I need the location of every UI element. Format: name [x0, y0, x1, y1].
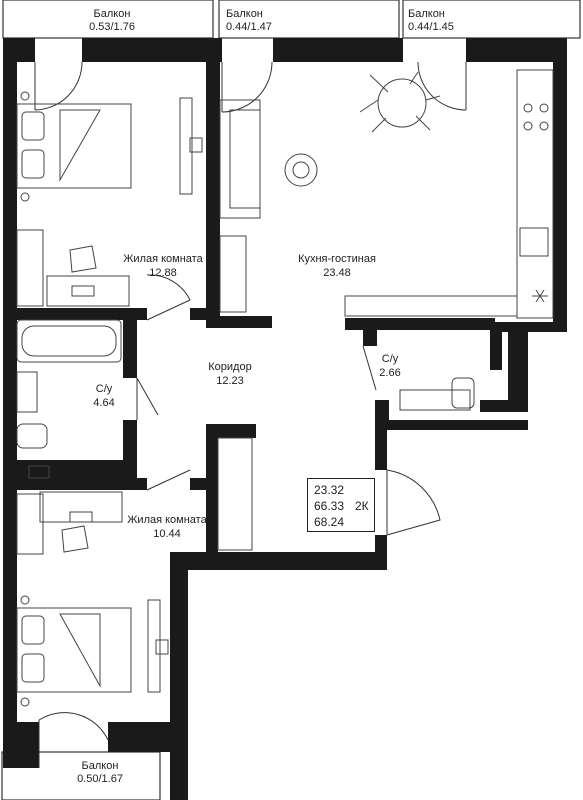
room-label-bath2: С/у 2.66	[370, 352, 410, 380]
doors	[34, 61, 467, 768]
room-label-corridor: Коридор 12.23	[190, 360, 270, 388]
furniture	[16, 69, 554, 707]
room-name: Кухня-гостиная	[298, 253, 376, 265]
room-label-living2: Жилая комната 10.44	[120, 513, 214, 541]
balcony-label-bottom: Балкон 0.50/1.67	[60, 760, 140, 786]
area-summary-box: 23.32 66.33 68.24 2К	[307, 478, 375, 532]
room-area: 10.44	[153, 528, 181, 540]
room-name: С/у	[95, 383, 113, 395]
apartment-type: 2К	[355, 499, 369, 513]
room-area: 12.88	[149, 267, 177, 279]
room-name: Коридор	[208, 361, 252, 373]
balcony-name: Балкон	[408, 8, 445, 20]
balcony-area: 0.44/1.45	[408, 21, 454, 33]
balcony-area: 0.44/1.47	[226, 21, 272, 33]
room-label-bath1: С/у 4.64	[84, 382, 124, 410]
total-area-with-balcony: 68.24	[314, 515, 345, 529]
room-area: 12.23	[216, 375, 244, 387]
room-name: С/у	[381, 353, 399, 365]
balcony-name: Балкон	[226, 8, 263, 20]
total-area: 66.33	[314, 499, 345, 513]
balcony-name: Балкон	[81, 760, 119, 772]
balcony-name: Балкон	[93, 8, 131, 20]
room-name: Жилая комната	[123, 253, 203, 265]
room-area: 2.66	[379, 367, 401, 379]
balcony-label-top-left: Балкон 0.53/1.76	[72, 8, 152, 34]
room-area: 4.64	[93, 397, 115, 409]
room-label-living1: Жилая комната 12.88	[110, 252, 216, 280]
balcony-label-top-right: Балкон 0.44/1.45	[400, 8, 488, 34]
balcony-area: 0.53/1.76	[89, 21, 135, 33]
balcony-label-top-middle: Балкон 0.44/1.47	[218, 8, 306, 34]
balcony-area: 0.50/1.67	[77, 773, 123, 785]
room-area: 23.48	[323, 267, 351, 279]
living-area: 23.32	[314, 483, 345, 497]
room-label-kitchen: Кухня-гостиная 23.48	[284, 252, 390, 280]
walls	[3, 38, 567, 800]
room-name: Жилая комната	[127, 514, 207, 526]
